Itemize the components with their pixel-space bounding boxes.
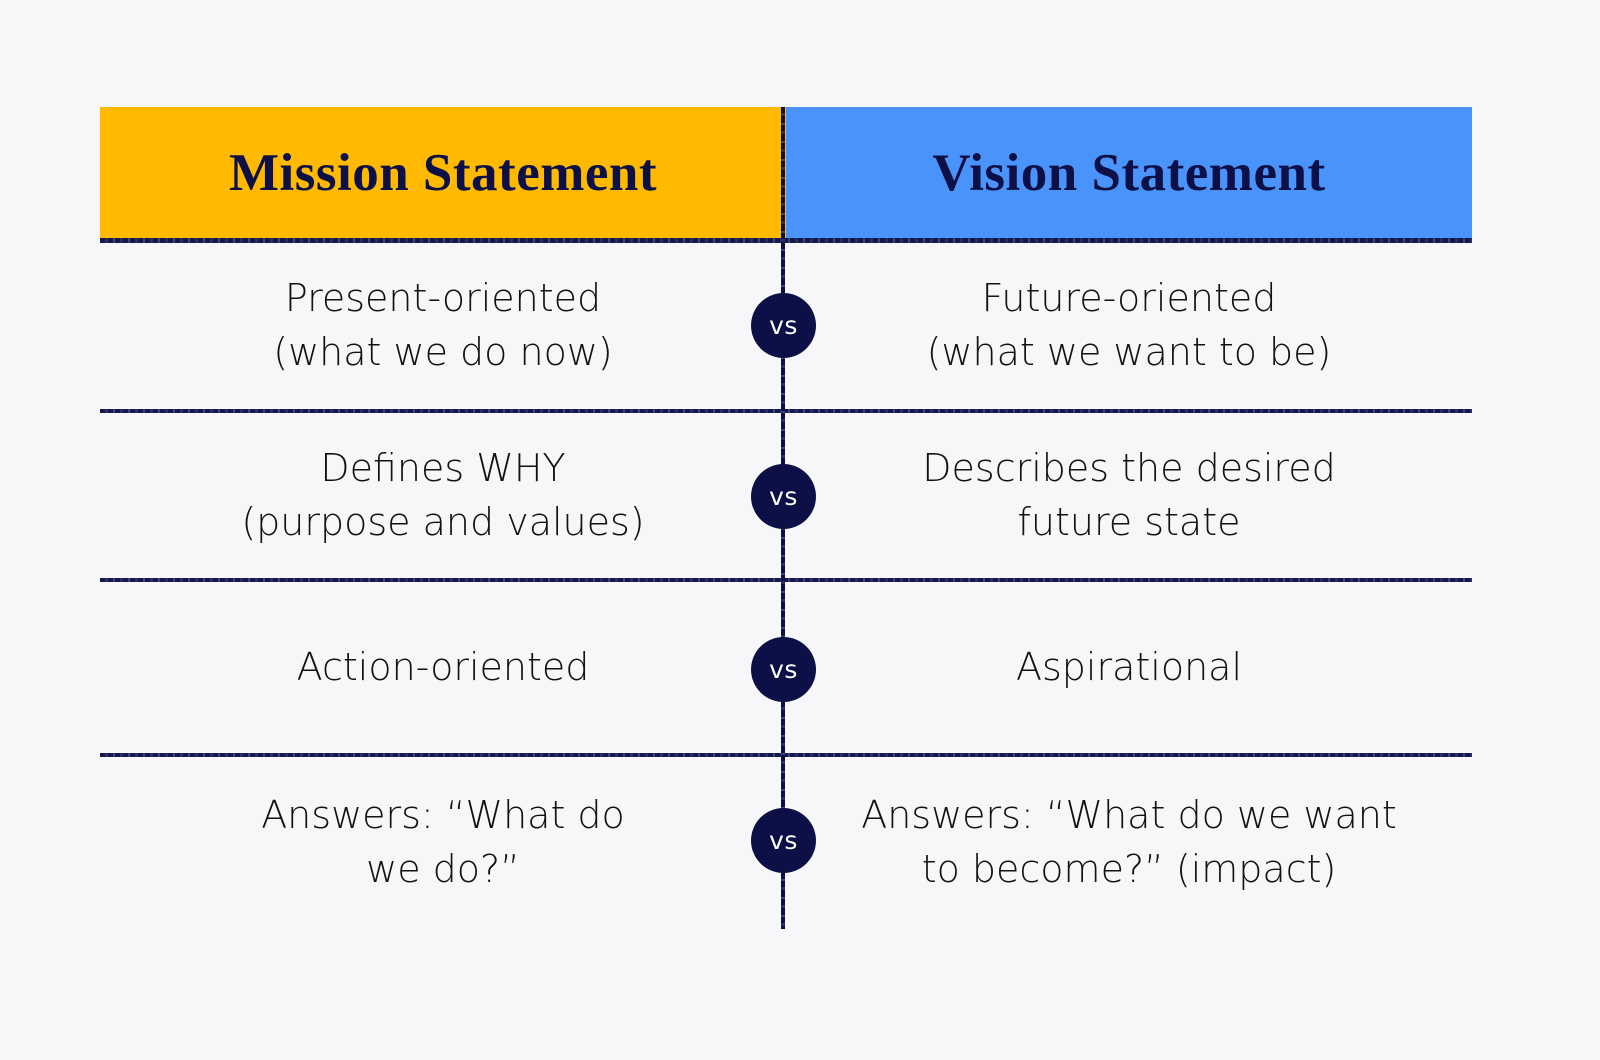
- vision-column-title: Vision Statement: [932, 144, 1326, 202]
- mission-cell-text: Answers: “What do we do?”: [261, 792, 625, 891]
- mission-cell-text: Defines WHY (purpose and values): [241, 445, 645, 544]
- vision-cell-text: Answers: “What do we want to become?” (i…: [861, 792, 1397, 891]
- mission-cell: Answers: “What do we do?”: [100, 789, 786, 897]
- vs-badge: vs: [751, 293, 816, 358]
- vs-badge: vs: [751, 637, 816, 702]
- header-divider-line: [100, 238, 1472, 243]
- row-divider-line-2: [100, 578, 1472, 582]
- vision-cell: Answers: “What do we want to become?” (i…: [786, 789, 1472, 897]
- row-divider-line-1: [100, 409, 1472, 413]
- mission-cell-text: Action-oriented: [296, 644, 590, 689]
- comparison-row: Answers: “What do we do?” Answers: “What…: [100, 757, 1472, 928]
- mission-cell: Defines WHY (purpose and values): [100, 442, 786, 550]
- comparison-row: Action-oriented Aspirational: [100, 582, 1472, 753]
- vision-cell-text: Future-oriented (what we want to be): [926, 276, 1332, 374]
- vs-badge: vs: [751, 808, 816, 873]
- row-divider-line-3: [100, 753, 1472, 757]
- comparison-row: Defines WHY (purpose and values) Describ…: [100, 413, 1472, 578]
- vision-header-cell: Vision Statement: [786, 107, 1472, 240]
- mission-header-cell: Mission Statement: [100, 107, 786, 240]
- mission-cell: Present-oriented (what we do now): [100, 272, 786, 380]
- mission-cell: Action-oriented: [100, 641, 786, 695]
- vision-cell-text: Aspirational: [1015, 644, 1242, 689]
- mission-cell-text: Present-oriented (what we do now): [273, 276, 613, 374]
- comparison-row: Present-oriented (what we do now) Future…: [100, 243, 1472, 409]
- vision-cell-text: Describes the desired future state: [922, 445, 1336, 544]
- vision-cell: Aspirational: [786, 641, 1472, 695]
- vision-cell: Describes the desired future state: [786, 442, 1472, 550]
- comparison-header-band: Mission Statement Vision Statement: [100, 107, 1472, 240]
- vision-cell: Future-oriented (what we want to be): [786, 272, 1472, 380]
- mission-column-title: Mission Statement: [228, 144, 658, 202]
- vs-badge: vs: [751, 464, 816, 529]
